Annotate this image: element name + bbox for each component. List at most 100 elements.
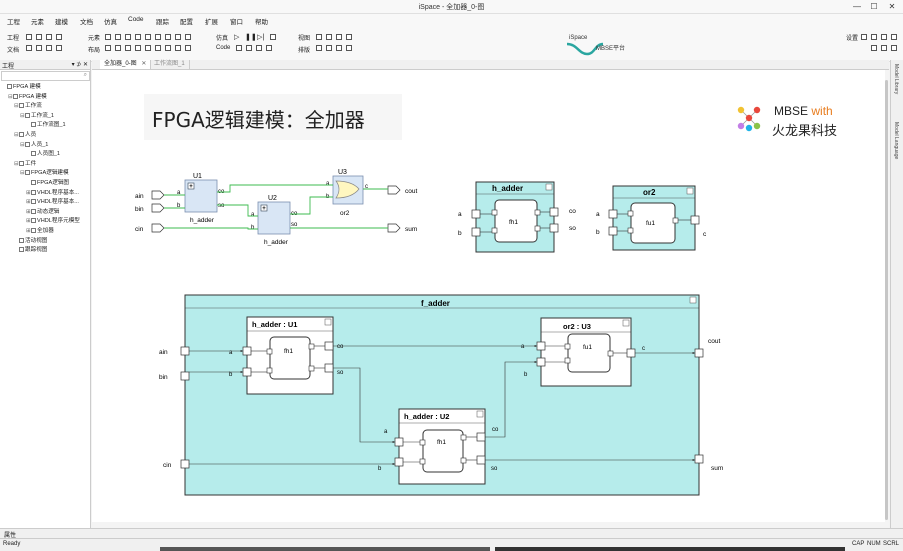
settings-icon[interactable] xyxy=(891,45,897,51)
open-icon[interactable] xyxy=(36,34,42,40)
play-icon[interactable]: ▷ xyxy=(234,34,240,41)
f-adder-port-cout[interactable] xyxy=(694,348,704,358)
arrange-tool-icon[interactable] xyxy=(316,45,322,51)
settings-icon[interactable] xyxy=(871,34,877,40)
settings-icon[interactable] xyxy=(861,34,867,40)
view-tool-icon[interactable] xyxy=(316,34,322,40)
element-tool-icon[interactable] xyxy=(115,34,121,40)
close-project-icon[interactable] xyxy=(56,34,62,40)
f-adder-port-ain[interactable] xyxy=(180,346,190,356)
model-library-tab[interactable]: Model Library xyxy=(893,64,899,95)
part-u3[interactable]: or2 : U3 fu1 a b c xyxy=(521,317,645,387)
minimize-button[interactable]: — xyxy=(853,2,861,11)
part-u2[interactable]: h_adder : U2 fh1 a b co so xyxy=(378,408,499,485)
new-icon[interactable] xyxy=(26,34,32,40)
tab-workflow[interactable]: 工作流图_1 xyxy=(150,60,190,69)
u1-gate[interactable] xyxy=(184,179,218,213)
view-tool-icon[interactable] xyxy=(326,34,332,40)
menu-modeling[interactable]: 建模 xyxy=(55,19,68,26)
tree-item[interactable]: ⊞VHDL程序基本... xyxy=(26,197,79,205)
layout-tool-icon[interactable] xyxy=(135,45,141,51)
tree-toggle-icon[interactable]: ⊞ xyxy=(26,189,31,196)
layout-tool-icon[interactable] xyxy=(125,45,131,51)
tree-toggle-icon[interactable]: ⊞ xyxy=(26,199,31,206)
tab-full-adder[interactable]: 全加器_0-图 ✕ xyxy=(100,60,152,69)
settings-icon[interactable] xyxy=(891,34,897,40)
tree-toggle-icon[interactable]: ⊟ xyxy=(20,141,25,148)
tree-item[interactable]: FPGA逻辑图 xyxy=(26,178,69,186)
panel-pin-icon[interactable]: ▾ ⊅ ✕ xyxy=(71,62,88,68)
doc-open-icon[interactable] xyxy=(36,45,42,51)
menu-simulation[interactable]: 仿真 xyxy=(104,19,117,26)
layout-tool-icon[interactable] xyxy=(185,45,191,51)
menu-element[interactable]: 元素 xyxy=(31,19,44,26)
port-cout[interactable] xyxy=(387,185,401,195)
menu-trace[interactable]: 跟踪 xyxy=(156,19,169,26)
layout-tool-icon[interactable] xyxy=(105,45,111,51)
f-adder-port-sum[interactable] xyxy=(694,454,704,464)
settings-label[interactable]: 设置 xyxy=(846,36,859,42)
tree-toggle-icon[interactable]: ⊟ xyxy=(20,112,25,119)
bar-chart-icon[interactable] xyxy=(346,34,352,40)
element-tool-icon[interactable] xyxy=(175,34,181,40)
tree-toggle-icon[interactable]: ⊟ xyxy=(8,93,13,100)
layout-tool-icon[interactable] xyxy=(175,45,181,51)
tree-item[interactable]: 人员图_1 xyxy=(26,149,60,157)
tree-item[interactable]: 跟踪视图 xyxy=(14,245,47,253)
tree-item[interactable]: FPGA 建模 xyxy=(2,82,41,90)
layout-tool-icon[interactable] xyxy=(145,45,151,51)
save-icon[interactable] xyxy=(46,34,52,40)
tree-item[interactable]: ⊞VHDL程序元模型 xyxy=(26,216,80,224)
layout-tool-icon[interactable] xyxy=(165,45,171,51)
h-adder-definition[interactable]: h_adder fh1 a b co so xyxy=(455,180,585,255)
tree-item[interactable]: ⊟工作流_1 xyxy=(20,111,54,119)
arrange-tool-icon[interactable] xyxy=(336,45,342,51)
menu-help[interactable]: 帮助 xyxy=(255,19,268,26)
layout-tool-icon[interactable] xyxy=(155,45,161,51)
project-search-input[interactable]: ⌕ xyxy=(1,71,90,81)
tree-item[interactable]: 活动视图 xyxy=(14,236,47,244)
menu-extend[interactable]: 扩展 xyxy=(205,19,218,26)
tree-item[interactable]: ⊟工件 xyxy=(14,159,36,167)
menu-code[interactable]: Code xyxy=(128,16,144,23)
layout-tool-icon[interactable] xyxy=(115,45,121,51)
element-tool-icon[interactable] xyxy=(125,34,131,40)
port-cin[interactable] xyxy=(151,223,165,233)
tree-item[interactable]: ⊞VHDL程序基本... xyxy=(26,188,79,196)
doc-print-icon[interactable] xyxy=(56,45,62,51)
tree-item[interactable]: ⊞全加器 xyxy=(26,226,54,234)
maximize-button[interactable]: ☐ xyxy=(870,2,878,11)
element-tool-icon[interactable] xyxy=(155,34,161,40)
settings-icon[interactable] xyxy=(881,34,887,40)
element-tool-icon[interactable] xyxy=(145,34,151,40)
f-adder-port-bin[interactable] xyxy=(180,371,190,381)
tree-item[interactable]: 工作流图_1 xyxy=(26,120,66,128)
settings-icon[interactable] xyxy=(881,45,887,51)
port-bin[interactable] xyxy=(151,203,165,213)
tree-toggle-icon[interactable]: ⊟ xyxy=(14,132,19,138)
element-tool-icon[interactable] xyxy=(185,34,191,40)
code-gen-icon[interactable] xyxy=(246,45,252,51)
vertical-scrollbar-thumb[interactable] xyxy=(885,80,888,520)
model-language-tab[interactable]: Model Language xyxy=(893,122,899,160)
tree-toggle-icon[interactable]: ⊟ xyxy=(20,170,25,177)
menu-window[interactable]: 窗口 xyxy=(230,19,243,26)
menu-config[interactable]: 配置 xyxy=(180,19,193,26)
close-button[interactable]: ✕ xyxy=(888,2,896,11)
port-ain[interactable] xyxy=(151,190,165,200)
arrange-tool-icon[interactable] xyxy=(346,45,352,51)
tree-item[interactable]: ⊟人员_1 xyxy=(20,140,48,148)
doc-new-icon[interactable] xyxy=(26,45,32,51)
tree-toggle-icon[interactable]: ⊞ xyxy=(26,208,31,215)
pause-icon[interactable]: ❚❚ xyxy=(245,34,257,41)
tree-toggle-icon[interactable]: ⊞ xyxy=(26,228,31,234)
tree-toggle-icon[interactable]: ⊟ xyxy=(14,160,19,167)
arrange-tool-icon[interactable] xyxy=(326,45,332,51)
f-adder-block[interactable]: f_adder ain bin cin cout sum h_adder : U… xyxy=(155,292,735,499)
tree-item[interactable]: ⊟工作流 xyxy=(14,101,42,109)
code-gen-icon[interactable] xyxy=(256,45,262,51)
settings-icon[interactable] xyxy=(871,45,877,51)
h-adder-inner[interactable] xyxy=(494,199,538,243)
step-icon[interactable]: ▷| xyxy=(257,34,265,41)
tree-toggle-icon[interactable]: ⊟ xyxy=(14,103,19,110)
